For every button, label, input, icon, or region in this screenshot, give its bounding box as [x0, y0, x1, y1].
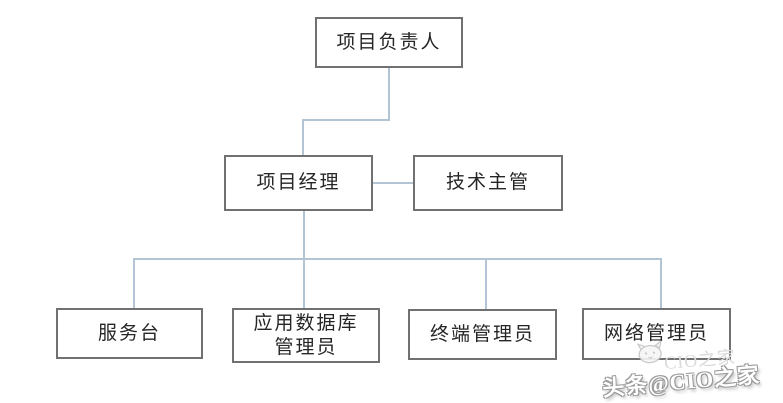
node-terminal-admin: 终端管理员: [408, 309, 557, 360]
connector-drop-network: [660, 258, 662, 308]
connector-drop-terminal: [485, 258, 487, 309]
node-terminal-admin-label: 终端管理员: [429, 323, 535, 345]
watermark-text: 头条@CIO之家: [601, 362, 761, 401]
node-project-leader-label: 项目负责人: [336, 31, 442, 53]
connector-drop-service-desk: [133, 258, 135, 308]
node-service-desk-label: 服务台: [97, 322, 161, 344]
node-project-manager: 项目经理: [224, 155, 373, 211]
node-tech-supervisor-label: 技术主管: [445, 172, 530, 194]
node-app-db-admin: 应用数据库 管理员: [232, 308, 380, 363]
node-tech-supervisor: 技术主管: [413, 155, 563, 211]
connector-distribution-bar: [133, 258, 662, 260]
node-app-db-admin-label: 应用数据库 管理员: [253, 312, 359, 358]
node-project-manager-label: 项目经理: [256, 172, 341, 194]
node-service-desk: 服务台: [56, 308, 203, 359]
connector-leader-jog: [302, 119, 390, 121]
connector-manager-supervisor: [373, 182, 413, 184]
connector-to-manager: [302, 119, 304, 155]
node-network-admin: 网络管理员: [582, 308, 731, 360]
connector-leader-down: [388, 68, 390, 121]
node-project-leader: 项目负责人: [315, 17, 463, 68]
node-network-admin-label: 网络管理员: [603, 323, 709, 345]
